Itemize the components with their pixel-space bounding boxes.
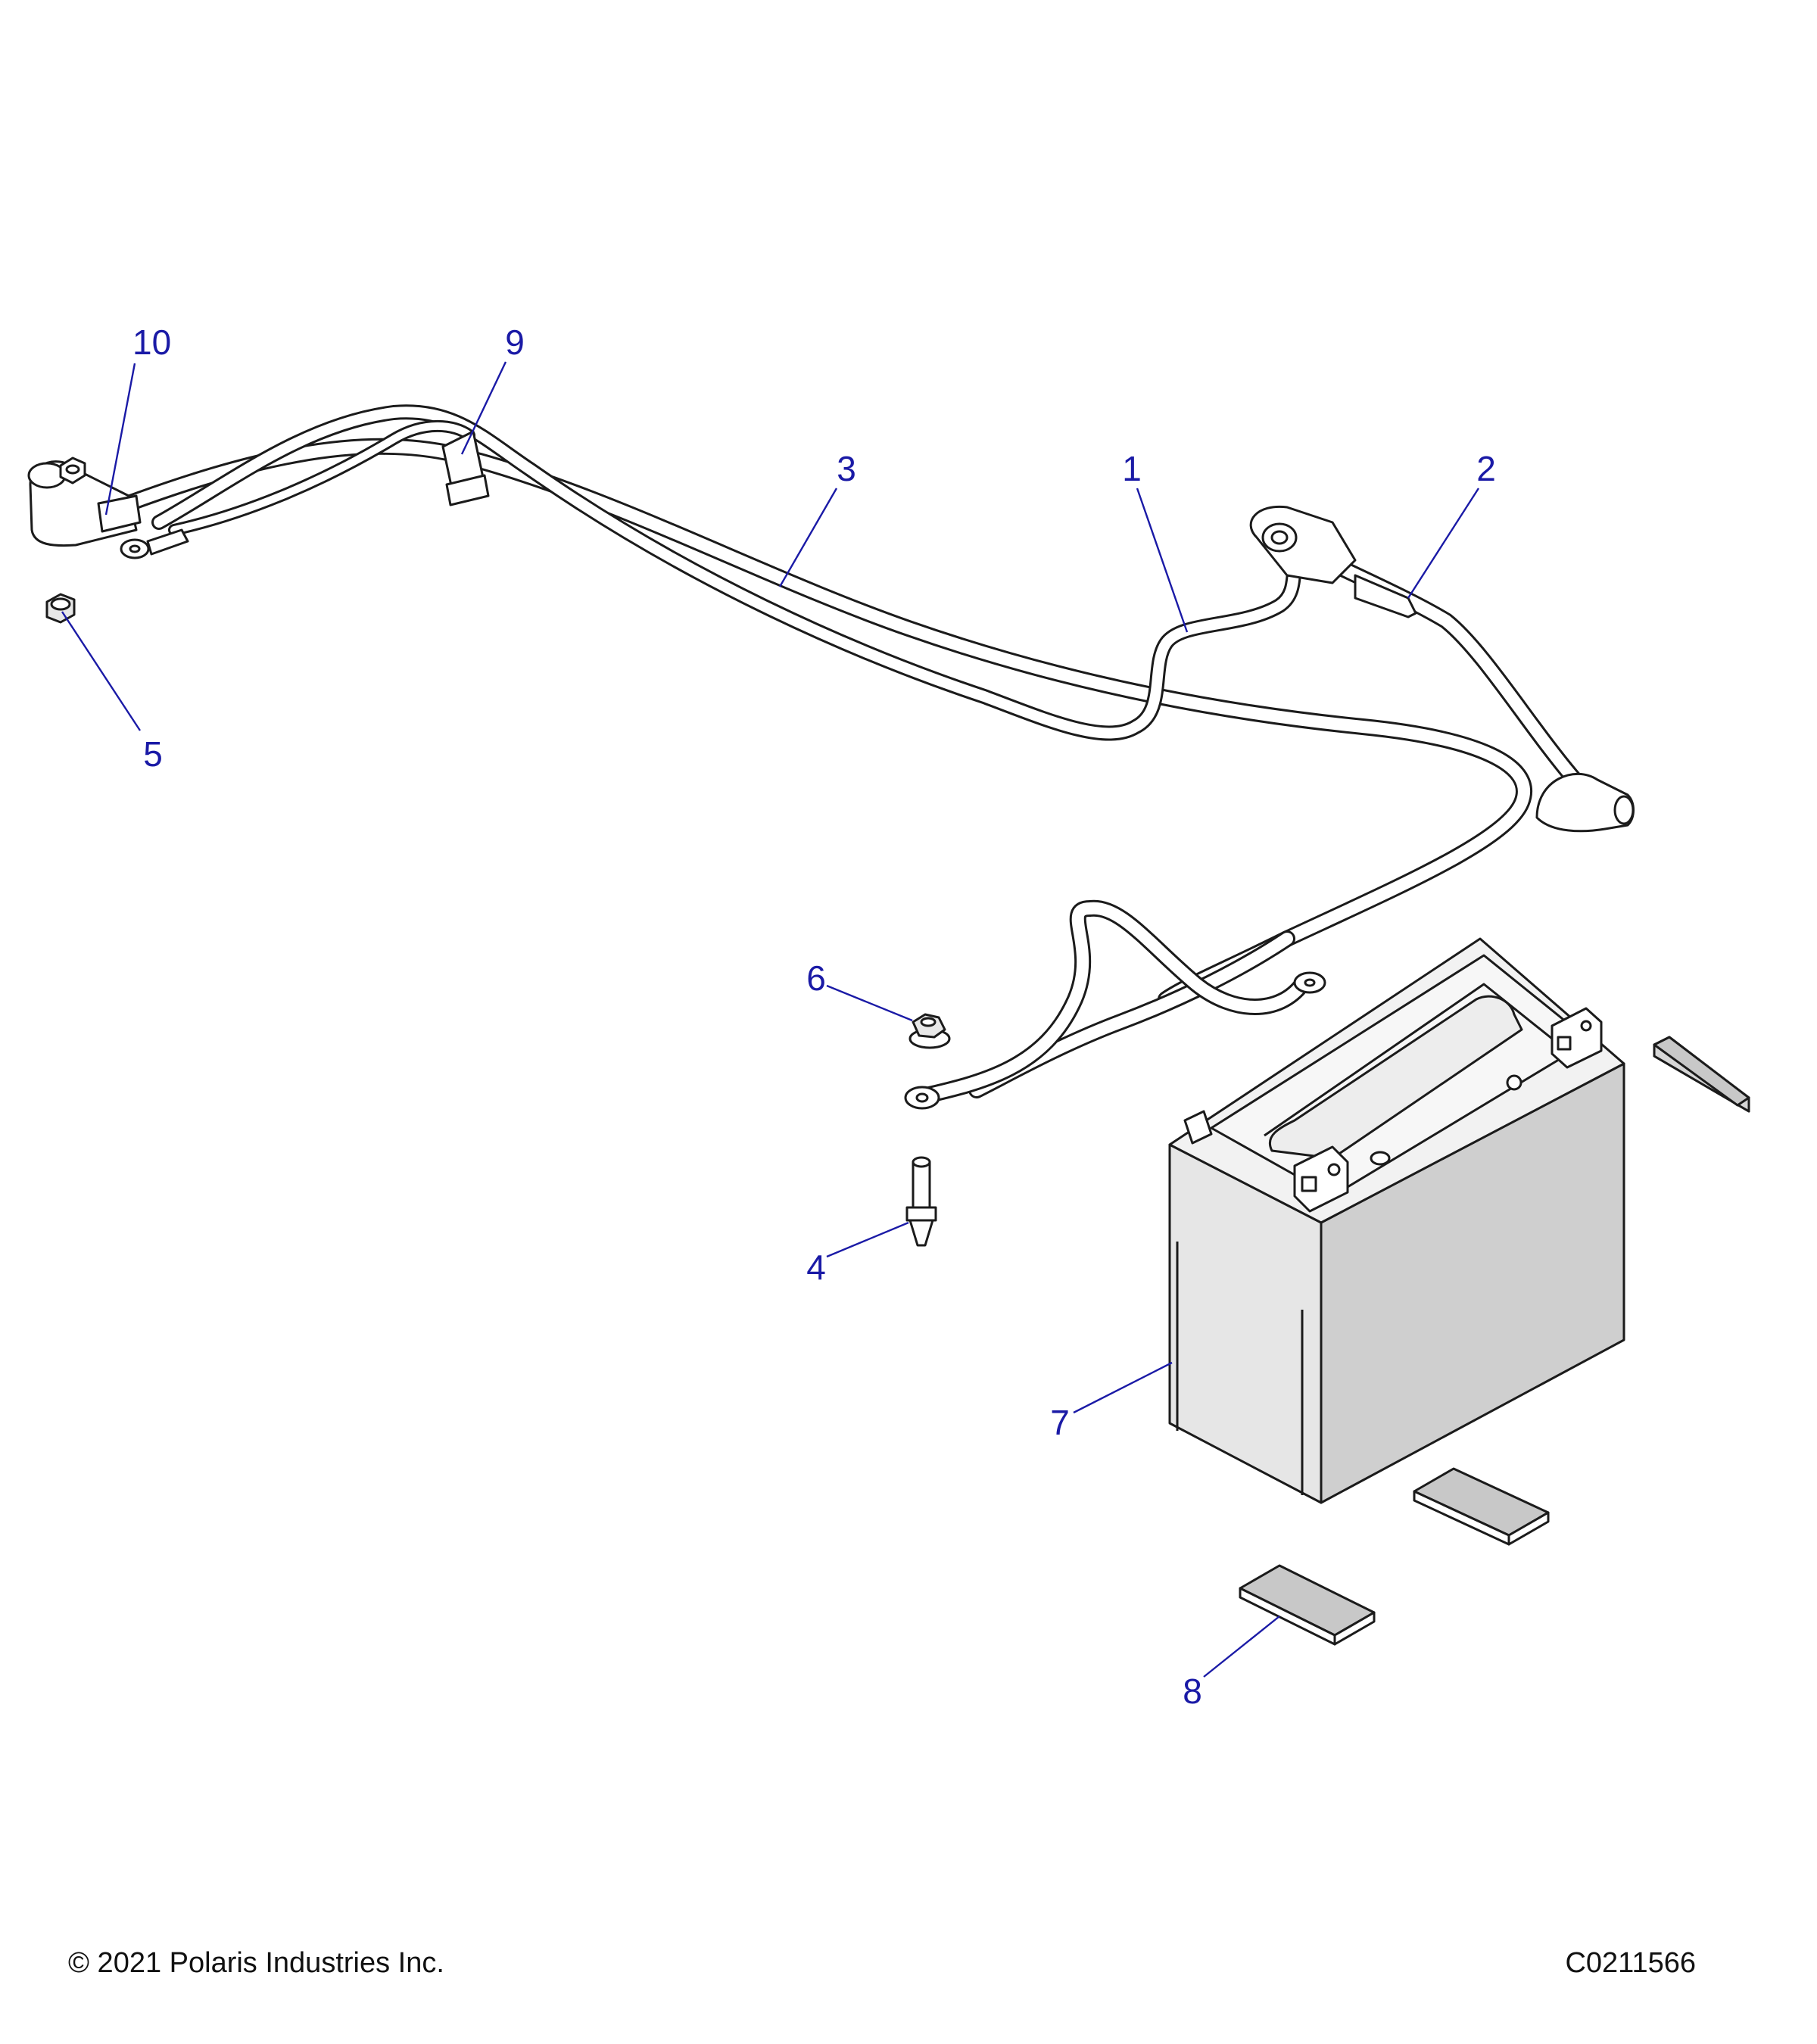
leader-4 (826, 1221, 909, 1258)
ring-terminal-left (120, 528, 189, 559)
cable-1 (908, 899, 1311, 1106)
leader-8 (1203, 1616, 1280, 1678)
copyright-notice: © 2021 Polaris Industries Inc. (68, 1947, 444, 1979)
callout-5: 5 (143, 734, 163, 774)
leader-2 (1407, 488, 1480, 599)
pad-top-right (1653, 1036, 1750, 1113)
callout-labels: 10 9 3 1 2 5 6 4 7 8 (132, 322, 1496, 1711)
callout-leaders (61, 361, 1480, 1678)
cable-clip-9 (441, 430, 490, 506)
leader-6 (826, 984, 913, 1022)
leader-5 (61, 611, 142, 731)
callout-9: 9 (505, 322, 525, 362)
battery-terminal-left (1293, 1145, 1349, 1213)
stud-4 (905, 1156, 937, 1247)
callout-4: 4 (806, 1248, 826, 1287)
callout-3: 3 (837, 449, 856, 488)
pad-8 (1239, 1564, 1376, 1646)
terminal-boot-right (1535, 772, 1635, 833)
leader-1 (1136, 488, 1189, 633)
callout-2: 2 (1476, 449, 1496, 488)
nut-5 (45, 593, 76, 624)
nut-small-top (59, 456, 86, 485)
callout-7: 7 (1050, 1403, 1070, 1442)
leader-7 (1073, 1361, 1173, 1414)
callout-1: 1 (1122, 449, 1142, 488)
callout-6: 6 (806, 958, 826, 998)
terminal-boot-10 (27, 460, 142, 547)
flange-nut-6 (908, 1013, 951, 1049)
terminal-boot-top-right (1249, 505, 1417, 618)
leader-9 (460, 361, 507, 455)
leader-10 (104, 363, 136, 516)
leader-3 (778, 488, 838, 587)
ring-terminal-cable-3 (1293, 971, 1326, 994)
callout-10: 10 (132, 322, 171, 362)
pad-middle (1413, 1467, 1550, 1546)
ring-terminal-cable-1 (904, 1086, 940, 1110)
callout-8: 8 (1183, 1672, 1202, 1711)
battery-terminal-right (1551, 1007, 1603, 1069)
cable-run-upper (151, 404, 1310, 741)
figure-id: C0211566 (1565, 1947, 1696, 1979)
cable-assembly (27, 404, 1635, 1110)
battery-7 (1168, 937, 1625, 1504)
